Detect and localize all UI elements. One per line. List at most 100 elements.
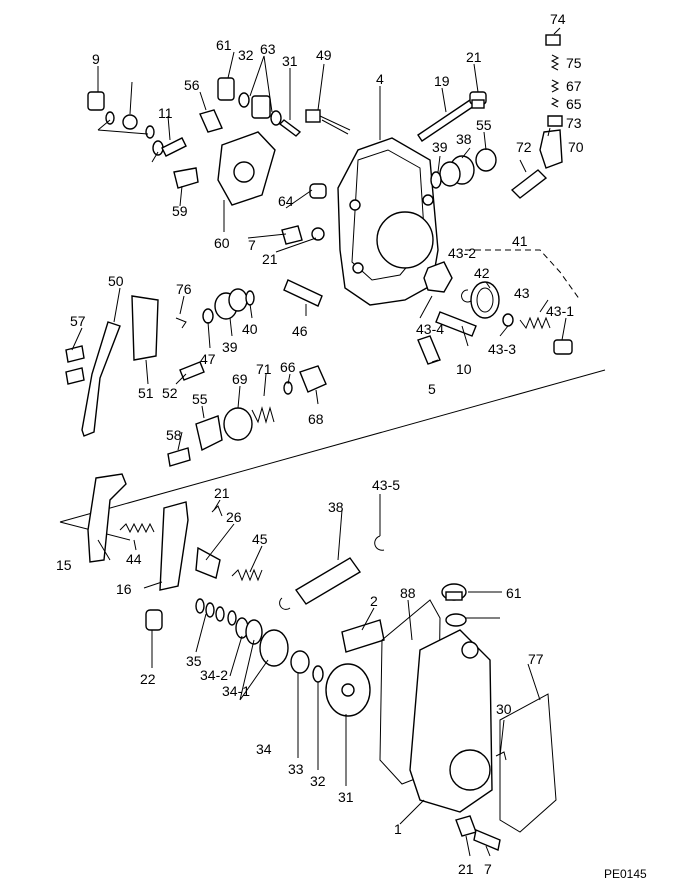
callout-7-upper: 7 bbox=[248, 237, 256, 253]
spring-part-41 bbox=[119, 522, 155, 534]
screw-part-23 bbox=[278, 119, 302, 137]
callout-57: 59 bbox=[172, 203, 188, 219]
callout-61: 61 bbox=[216, 37, 232, 53]
callout-22: 22 bbox=[140, 671, 156, 687]
washers-part-35 bbox=[195, 598, 237, 626]
plug-part-17 bbox=[469, 91, 487, 109]
callout-49: 50 bbox=[108, 273, 124, 289]
bolt-part-7-lower bbox=[473, 829, 501, 851]
bolt-part-55-upper bbox=[199, 109, 223, 133]
plunger-part-71 bbox=[510, 169, 548, 199]
callout-37: 38 bbox=[328, 499, 344, 515]
plate-part-53 bbox=[195, 415, 223, 452]
lever-part-12 bbox=[87, 473, 127, 563]
clip-part-75 bbox=[175, 317, 187, 329]
callout-2: 2 bbox=[370, 593, 378, 609]
callout-39-upper: 39 bbox=[432, 139, 448, 155]
callout-33: 33 bbox=[288, 761, 304, 777]
bolt-part-46 bbox=[305, 109, 351, 135]
flyweight-part-31 bbox=[325, 663, 371, 717]
callout-46: 49 bbox=[316, 47, 332, 63]
bolt-part-10 bbox=[435, 311, 477, 337]
callout-12: 15 bbox=[56, 557, 72, 573]
callout-23: 31 bbox=[282, 53, 298, 69]
bracket-part-2 bbox=[341, 619, 385, 653]
washer-part-88 bbox=[122, 114, 138, 130]
callout-39-lower: 40 bbox=[242, 321, 258, 337]
pin-part-30 bbox=[495, 751, 507, 761]
callout-65: 66 bbox=[280, 359, 296, 375]
callout-45: 46 bbox=[292, 323, 308, 339]
washer-part-32 bbox=[312, 665, 324, 683]
callout-41: 44 bbox=[126, 551, 142, 567]
body-part-1 bbox=[409, 629, 493, 813]
callout-51: 52 bbox=[162, 385, 178, 401]
plug-part-43-3 bbox=[553, 339, 573, 355]
callout-55-lower: 57 bbox=[70, 313, 86, 329]
sleeve-part-33 bbox=[290, 650, 310, 674]
bushing-part-38-upper bbox=[439, 155, 475, 187]
callout-64: 65 bbox=[566, 96, 582, 112]
bolt-part-55-lower-b bbox=[65, 367, 85, 385]
callout-70: 73 bbox=[566, 115, 582, 131]
callout-69: 70 bbox=[568, 139, 584, 155]
group-43-bracket bbox=[465, 249, 581, 301]
o-ring-part-39-lower bbox=[245, 290, 255, 306]
clip-shaft-37 bbox=[279, 597, 291, 610]
washer-part-92 bbox=[445, 613, 467, 627]
callout-43-4: 43-2 bbox=[448, 245, 476, 261]
callout-60: 63 bbox=[260, 41, 276, 57]
callout-5: 5 bbox=[428, 381, 436, 397]
seal-part-52 bbox=[475, 148, 497, 172]
callout-21-lower: 21 bbox=[458, 861, 474, 877]
sleeve-part-22 bbox=[145, 609, 163, 631]
callout-30: 30 bbox=[496, 701, 512, 717]
governor-housing-part-4 bbox=[337, 137, 439, 306]
callout-76: 77 bbox=[528, 651, 544, 667]
washer-part-21-upper bbox=[311, 227, 325, 241]
lever-part-15 bbox=[159, 501, 189, 591]
callout-40: 43-5 bbox=[372, 477, 400, 493]
callout-42: 45 bbox=[252, 531, 268, 547]
fitting-part-66 bbox=[299, 365, 327, 393]
bolt-part-55-lower-a bbox=[65, 345, 85, 363]
lever-part-49 bbox=[81, 321, 121, 437]
callout-52: 55 bbox=[476, 117, 492, 133]
fitting-part-61 bbox=[217, 77, 235, 101]
gasket-part-76 bbox=[499, 693, 557, 833]
callout-7-lower: 7 bbox=[484, 861, 492, 877]
drawing-code: PE0145 bbox=[604, 867, 647, 881]
plug-part-63 bbox=[309, 183, 327, 199]
ring-part-34-1 bbox=[245, 619, 263, 645]
callout-34: 34 bbox=[256, 741, 272, 757]
callout-67: 69 bbox=[232, 371, 248, 387]
o-ring-part-39-upper bbox=[430, 171, 442, 189]
screw-part-57 bbox=[173, 167, 199, 189]
clip-part-40 bbox=[374, 535, 385, 551]
callout-43-2: 43 bbox=[514, 285, 530, 301]
callout-74: 75 bbox=[566, 55, 582, 71]
callout-63: 64 bbox=[278, 193, 294, 209]
callout-1: 1 bbox=[394, 821, 402, 837]
spring-part-72 bbox=[251, 406, 275, 424]
callout-44: 43-4 bbox=[416, 321, 444, 337]
callout-11: 11 bbox=[158, 105, 173, 121]
plug-part-59 bbox=[441, 583, 467, 601]
callout-68: 67 bbox=[566, 78, 582, 94]
callout-4: 4 bbox=[376, 71, 384, 87]
bolt-part-5 bbox=[417, 335, 441, 365]
spring-stack-73-69 bbox=[539, 34, 563, 169]
callout-59: 61 bbox=[506, 585, 522, 601]
group-separator-line bbox=[59, 369, 606, 523]
callout-77: 88 bbox=[400, 585, 416, 601]
nut-part-21-lower bbox=[455, 815, 477, 837]
callout-10: 10 bbox=[456, 361, 472, 377]
callout-72: 71 bbox=[256, 361, 272, 377]
callout-38-lower: 39 bbox=[222, 339, 238, 355]
callout-43-5: 43-3 bbox=[488, 341, 516, 357]
callout-43-3: 43-1 bbox=[546, 303, 574, 319]
washer-part-25 bbox=[238, 92, 250, 108]
callout-38-upper: 38 bbox=[456, 131, 472, 147]
callout-32: 32 bbox=[310, 773, 326, 789]
washer-part-89b bbox=[145, 125, 155, 139]
